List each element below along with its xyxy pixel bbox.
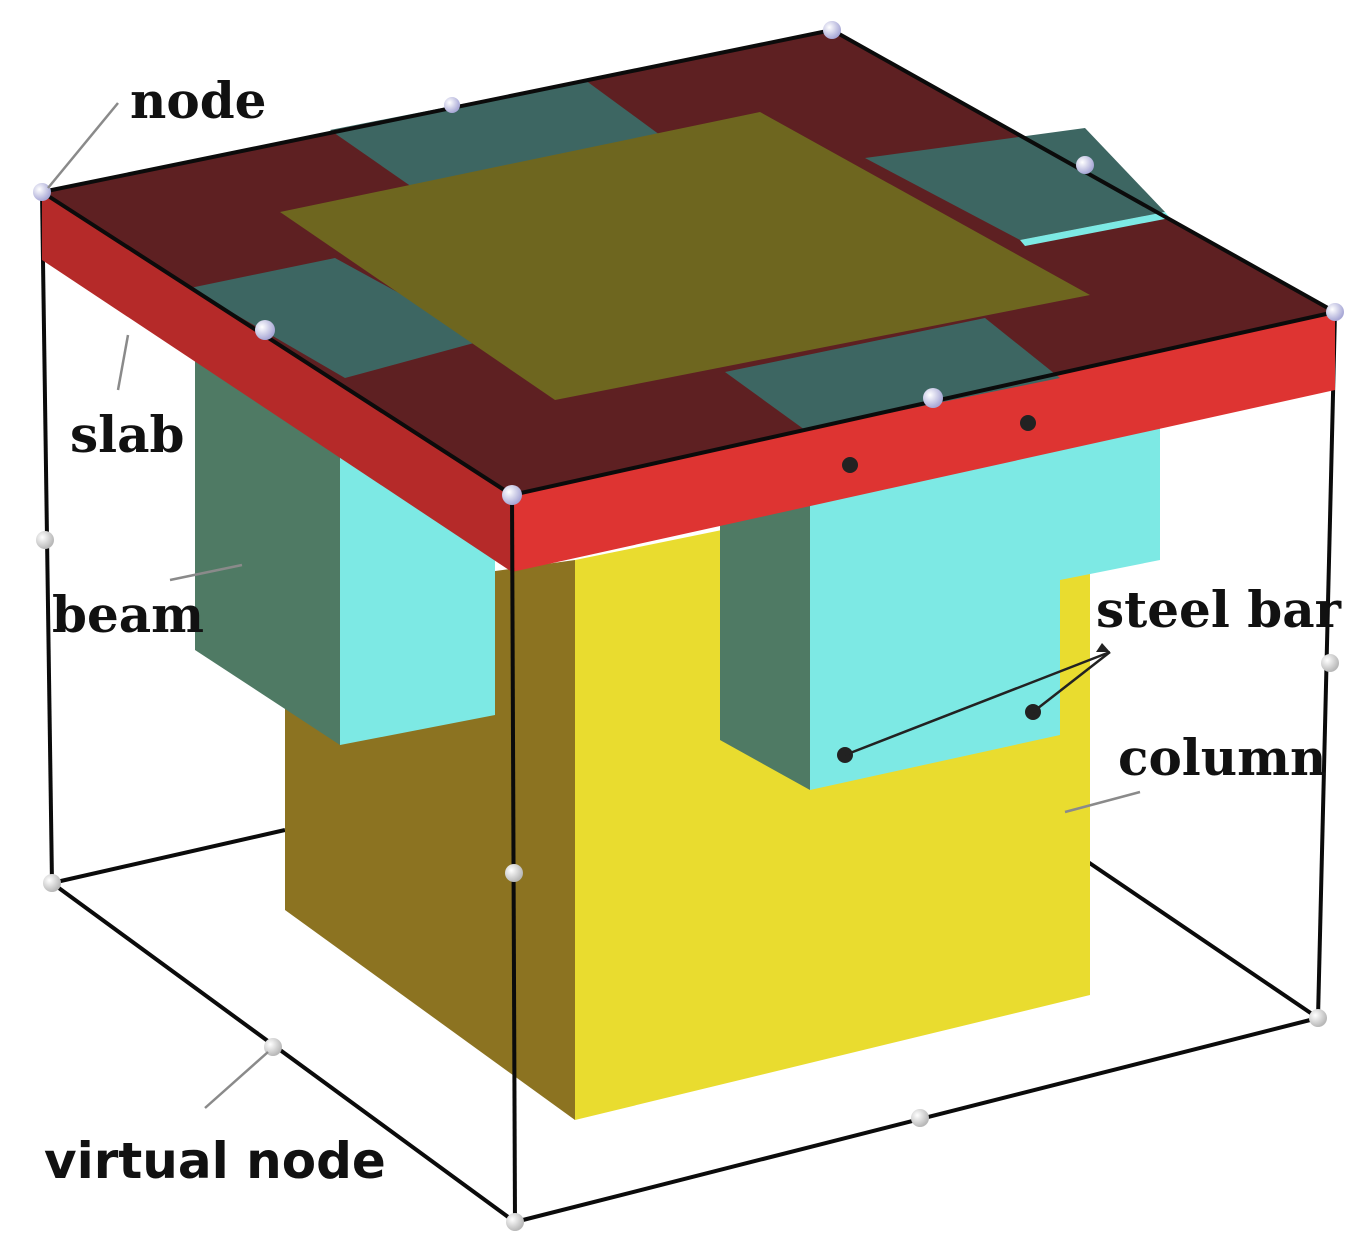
virtual-node-marker [43, 874, 61, 892]
label-steel-bar: steel bar [1096, 580, 1342, 639]
nodes [33, 21, 1344, 505]
virtual-node-marker [505, 864, 523, 882]
beam-top-left [190, 258, 485, 378]
beam-top-back [330, 80, 660, 187]
bounding-frame-front [510, 494, 517, 1223]
virtual-node-marker [506, 1213, 524, 1231]
steel-bar-dot [1020, 415, 1036, 431]
virtual-node-marker [264, 1038, 282, 1056]
beam-top-front [725, 318, 1060, 430]
slab-right-side [512, 312, 1335, 572]
node-marker [1326, 303, 1344, 321]
slab [40, 27, 1336, 572]
virtual-nodes [36, 531, 1339, 1231]
node-marker [823, 21, 841, 39]
virtual-node-marker [911, 1109, 929, 1127]
label-node: node [130, 71, 266, 130]
node-marker [923, 388, 943, 408]
virtual-node-marker [1321, 654, 1339, 672]
node-marker [1076, 156, 1094, 174]
node-marker [33, 183, 51, 201]
beam-top-right [865, 128, 1165, 240]
labels: node slab beam steel bar column virtual … [44, 71, 1342, 1190]
virtual-node-marker [1309, 1009, 1327, 1027]
column-top [280, 112, 1090, 400]
leader-lines [47, 102, 1141, 1109]
virtual-node-marker [36, 531, 54, 549]
slab-left-side [42, 192, 512, 572]
node-marker [255, 320, 275, 340]
steel-bar-dot [842, 457, 858, 473]
node-marker [502, 485, 522, 505]
label-virtual-node: virtual node [44, 1132, 386, 1190]
node-marker [444, 97, 460, 113]
label-column: column [1118, 728, 1326, 787]
label-slab: slab [70, 405, 185, 464]
label-beam: beam [52, 585, 204, 644]
